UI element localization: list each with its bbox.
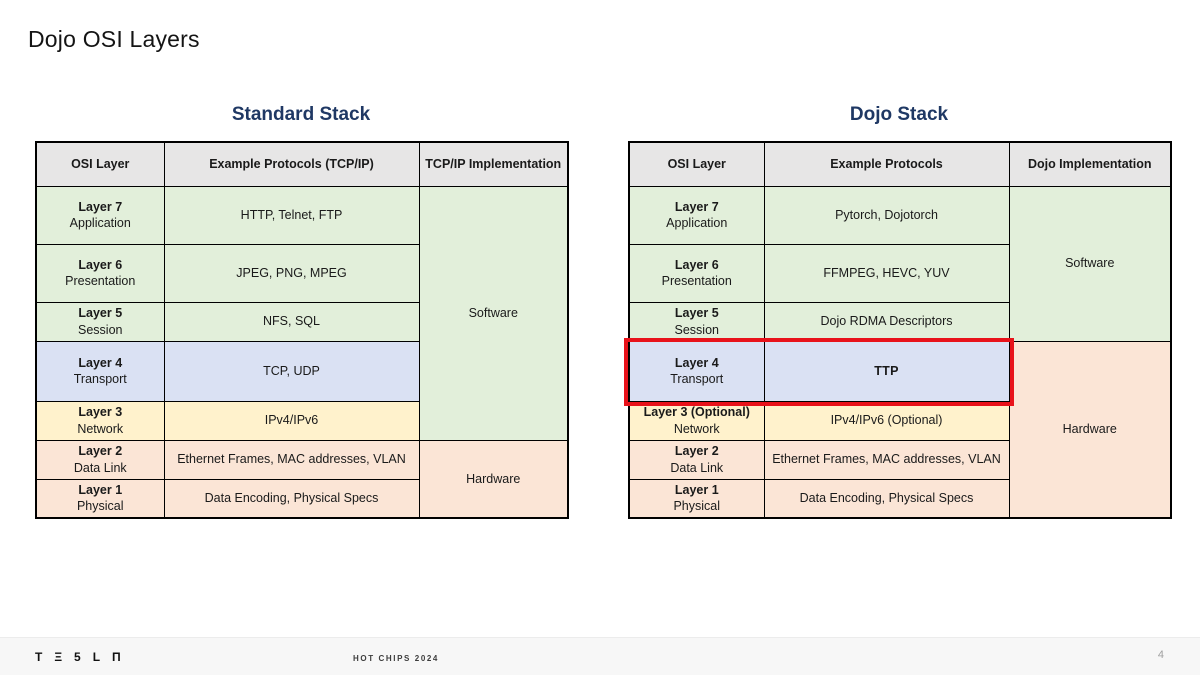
protocols-cell: Data Encoding, Physical Specs <box>163 478 420 519</box>
layer-name: Data Link <box>73 460 127 475</box>
layer-label: Layer 4 <box>78 355 123 370</box>
layer-label: Layer 1 <box>78 483 123 497</box>
layer-cell: Layer 3 (Optional) Network <box>628 400 765 441</box>
page-number: 4 <box>1157 649 1164 661</box>
layer-name: Application <box>69 216 131 230</box>
layer-label: Layer 3 (Optional) <box>643 405 750 420</box>
dojo-stack-section: Dojo Stack OSI Layer Example Protocols D… <box>628 104 1172 519</box>
header-example-protocols: Example Protocols <box>763 141 1010 187</box>
header-implementation: TCP/IP Implementation <box>418 141 569 187</box>
protocols-cell: IPv4/IPv6 <box>163 400 420 441</box>
table-row-layer6: Layer 6 Presentation FFMPEG, HEVC, YUV <box>628 243 1171 303</box>
header-osi-layer: OSI Layer <box>628 141 765 187</box>
hardware-span-cell: Hardware <box>1008 340 1172 519</box>
layer-name: Data Link <box>670 460 724 475</box>
layer-name: Session <box>78 322 123 337</box>
table-header-row: OSI Layer Example Protocols Dojo Impleme… <box>628 141 1172 187</box>
layer-cell: Layer 4 Transport <box>35 340 165 402</box>
protocols-cell: Pytorch, Dojotorch <box>763 185 1010 245</box>
header-implementation: Dojo Implementation <box>1008 141 1172 187</box>
table-row-layer3: Layer 3 Network IPv4/IPv6 <box>35 400 568 441</box>
standard-stack-title: Standard Stack <box>231 104 371 125</box>
layer-label: Layer 2 <box>674 444 719 459</box>
table-row-layer2: Layer 2 Data Link Ethernet Frames, MAC a… <box>628 439 1171 480</box>
table-row-layer3: Layer 3 (Optional) Network IPv4/IPv6 (Op… <box>628 400 1171 441</box>
layer-name: Presentation <box>661 274 732 288</box>
layer-label: Layer 4 <box>674 355 719 370</box>
layer-cell: Layer 6 Presentation <box>35 243 165 303</box>
layer-label: Layer 5 <box>674 306 719 321</box>
layer-cell: Layer 7 Application <box>628 185 765 245</box>
layer-label: Layer 7 <box>674 199 719 214</box>
layer-label: Layer 5 <box>78 306 123 321</box>
dojo-stack-title: Dojo Stack <box>849 104 949 125</box>
tesla-logo: TΞ5LΠ <box>35 650 133 664</box>
standard-stack-section: Standard Stack OSI Layer Example Protoco… <box>35 104 569 519</box>
ttp-protocol-cell: TTP <box>763 340 1010 402</box>
layer-cell: Layer 2 Data Link <box>628 439 765 480</box>
layer-cell: Layer 4 Transport <box>628 340 765 402</box>
layer-label: Layer 3 <box>78 405 123 420</box>
layer-label: Layer 6 <box>674 257 719 272</box>
table-row-layer7: Layer 7 Application HTTP, Telnet, FTP So… <box>35 185 569 441</box>
hardware-span-cell: Hardware <box>418 439 569 519</box>
protocols-cell: JPEG, PNG, MPEG <box>163 243 420 303</box>
footer-bar: TΞ5LΠ HOT CHIPS 2024 4 <box>0 637 1200 675</box>
protocols-cell: IPv4/IPv6 (Optional) <box>763 400 1010 441</box>
layer-cell: Layer 2 Data Link <box>35 439 165 480</box>
layer-cell: Layer 6 Presentation <box>628 243 765 303</box>
dojo-stack-table: OSI Layer Example Protocols Dojo Impleme… <box>628 141 1172 519</box>
layer-label: Layer 7 <box>78 199 123 214</box>
protocols-cell: Ethernet Frames, MAC addresses, VLAN <box>763 439 1010 480</box>
layer-cell: Layer 1 Physical <box>35 478 165 519</box>
protocols-cell: Data Encoding, Physical Specs <box>763 478 1010 519</box>
layer-cell: Layer 7 Application <box>35 185 165 245</box>
layer-label: Layer 1 <box>674 483 719 497</box>
layer-name: Physical <box>76 499 124 514</box>
layer-name: Session <box>674 322 719 337</box>
layer-name: Transport <box>73 372 127 386</box>
table-row-layer4: Layer 4 Transport TCP, UDP <box>35 340 568 402</box>
table-header-row: OSI Layer Example Protocols (TCP/IP) TCP… <box>35 141 569 187</box>
layer-cell: Layer 1 Physical <box>628 478 765 519</box>
layer-cell: Layer 5 Session <box>35 301 165 342</box>
software-span-cell: Software <box>1008 185 1172 342</box>
protocols-cell: Ethernet Frames, MAC addresses, VLAN <box>163 439 420 480</box>
table-row-layer1: Layer 1 Physical Data Encoding, Physical… <box>628 478 1171 519</box>
standard-stack-table: OSI Layer Example Protocols (TCP/IP) TCP… <box>35 141 569 519</box>
table-row-layer6: Layer 6 Presentation JPEG, PNG, MPEG <box>35 243 568 303</box>
layer-cell: Layer 3 Network <box>35 400 165 441</box>
table-row-layer2: Layer 2 Data Link Ethernet Frames, MAC a… <box>35 439 569 519</box>
table-row-layer4-ttp: Layer 4 Transport TTP Hardware <box>628 340 1172 519</box>
layer-name: Application <box>666 216 728 230</box>
protocols-cell: TCP, UDP <box>163 340 420 402</box>
protocols-cell: HTTP, Telnet, FTP <box>163 185 420 245</box>
header-osi-layer: OSI Layer <box>35 141 165 187</box>
protocols-cell: FFMPEG, HEVC, YUV <box>763 243 1010 303</box>
protocols-cell: NFS, SQL <box>163 301 420 342</box>
footer-event-text: HOT CHIPS 2024 <box>353 654 439 663</box>
protocols-cell: Dojo RDMA Descriptors <box>763 301 1010 342</box>
layer-name: Transport <box>670 372 724 386</box>
table-row-layer1: Layer 1 Physical Data Encoding, Physical… <box>35 478 568 519</box>
header-example-protocols: Example Protocols (TCP/IP) <box>163 141 420 187</box>
table-row-layer7: Layer 7 Application Pytorch, Dojotorch S… <box>628 185 1172 342</box>
software-span-cell: Software <box>418 185 569 441</box>
layer-name: Physical <box>673 499 721 514</box>
layer-name: Network <box>77 421 124 436</box>
layer-name: Network <box>673 421 720 436</box>
page-title: Dojo OSI Layers <box>28 26 200 52</box>
layer-label: Layer 2 <box>78 444 123 459</box>
table-row-layer5: Layer 5 Session NFS, SQL <box>35 301 568 342</box>
layer-cell: Layer 5 Session <box>628 301 765 342</box>
layer-label: Layer 6 <box>78 257 123 272</box>
layer-name: Presentation <box>65 274 136 288</box>
